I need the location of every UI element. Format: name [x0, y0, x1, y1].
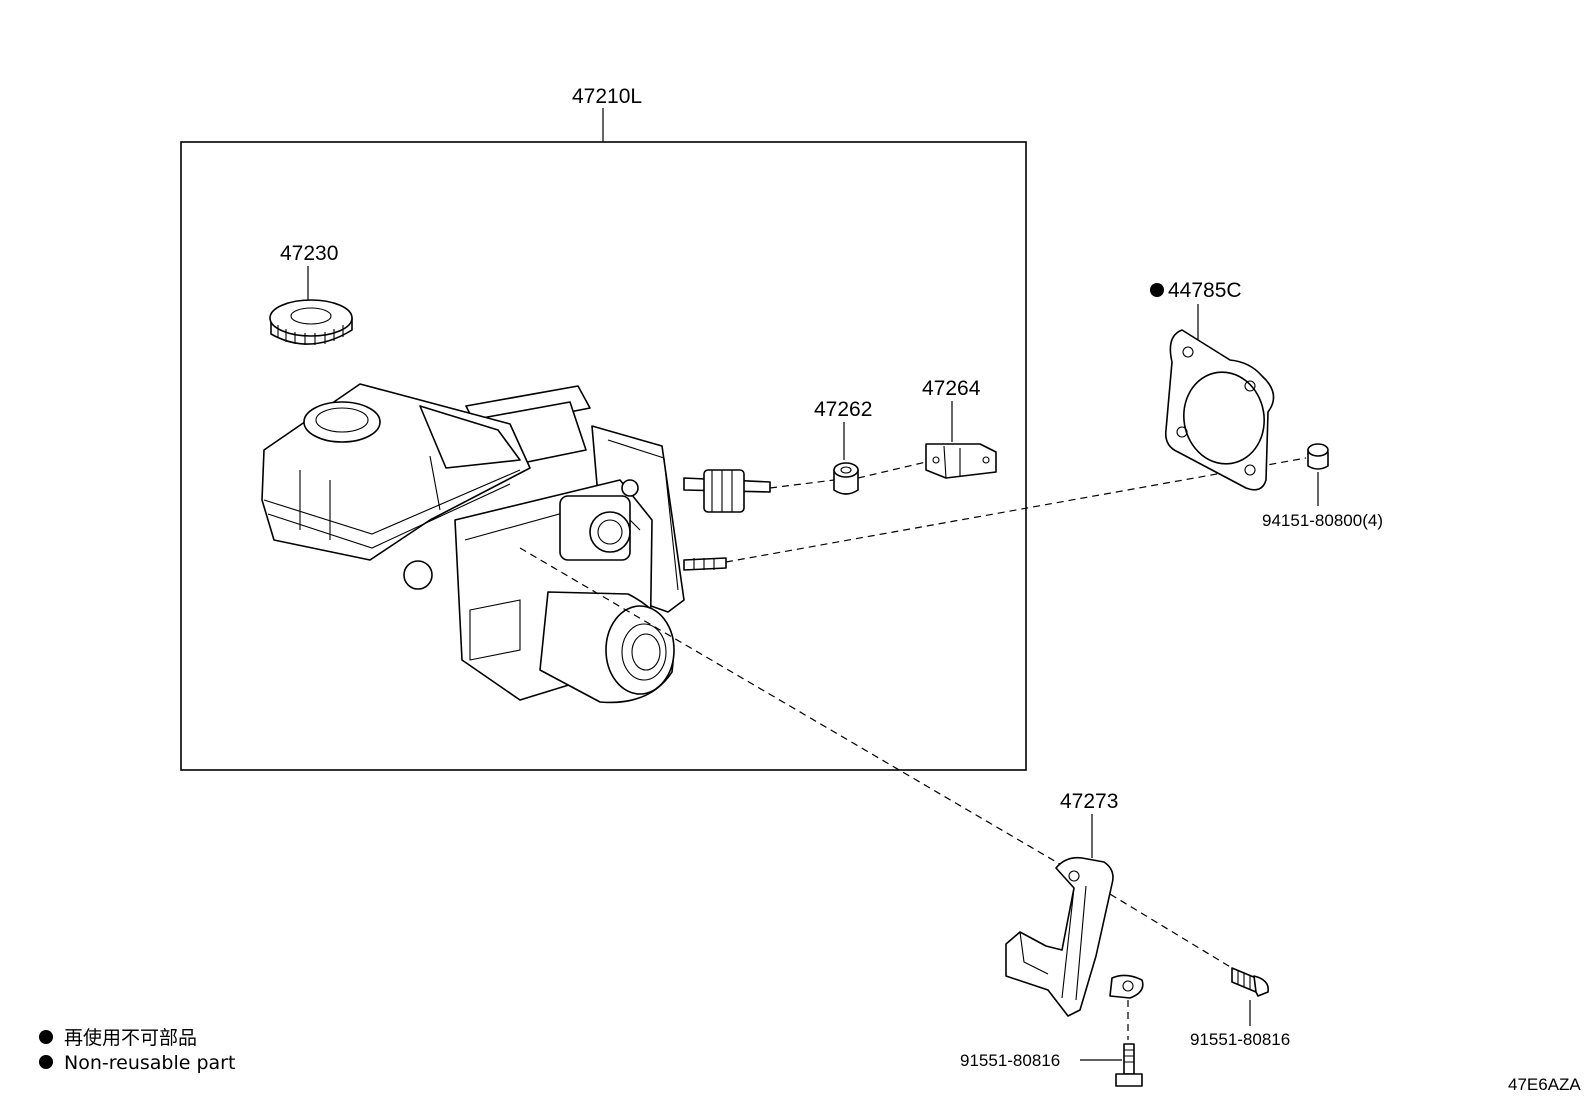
- label-47230[interactable]: 47230: [280, 242, 338, 265]
- bracket-icon: [1005, 856, 1144, 1017]
- bolt-bottom-icon: [1115, 1043, 1143, 1087]
- legend-line-1: 再使用不可部品: [64, 1027, 197, 1049]
- diagram-code: 47E6AZA: [1508, 1075, 1581, 1094]
- clevis-icon: [925, 443, 997, 479]
- legend-bullet-icon-2: [39, 1055, 53, 1069]
- non-reusable-bullet-icon: [1150, 283, 1164, 297]
- brake-booster-assembly-icon: [261, 383, 771, 704]
- label-47264[interactable]: 47264: [922, 377, 981, 400]
- flange-nut-icon: [1307, 443, 1329, 470]
- label-91551-80816-bottom[interactable]: 91551-80816: [960, 1051, 1060, 1070]
- gasket-icon: [1164, 329, 1275, 491]
- legend-line-2: Non-reusable part: [64, 1052, 235, 1074]
- bushing-icon: [833, 462, 859, 495]
- label-91551-80816-right[interactable]: 91551-80816: [1190, 1030, 1290, 1049]
- label-44785C[interactable]: 44785C: [1168, 279, 1242, 302]
- bolt-right-icon: [1231, 967, 1270, 997]
- label-47273[interactable]: 47273: [1060, 790, 1118, 813]
- label-94151-80800[interactable]: 94151-80800(4): [1262, 511, 1383, 530]
- label-47210L[interactable]: 47210L: [572, 85, 642, 108]
- label-47262[interactable]: 47262: [814, 398, 872, 421]
- reservoir-cap-icon: [269, 299, 353, 345]
- legend-bullet-icon-1: [39, 1030, 53, 1044]
